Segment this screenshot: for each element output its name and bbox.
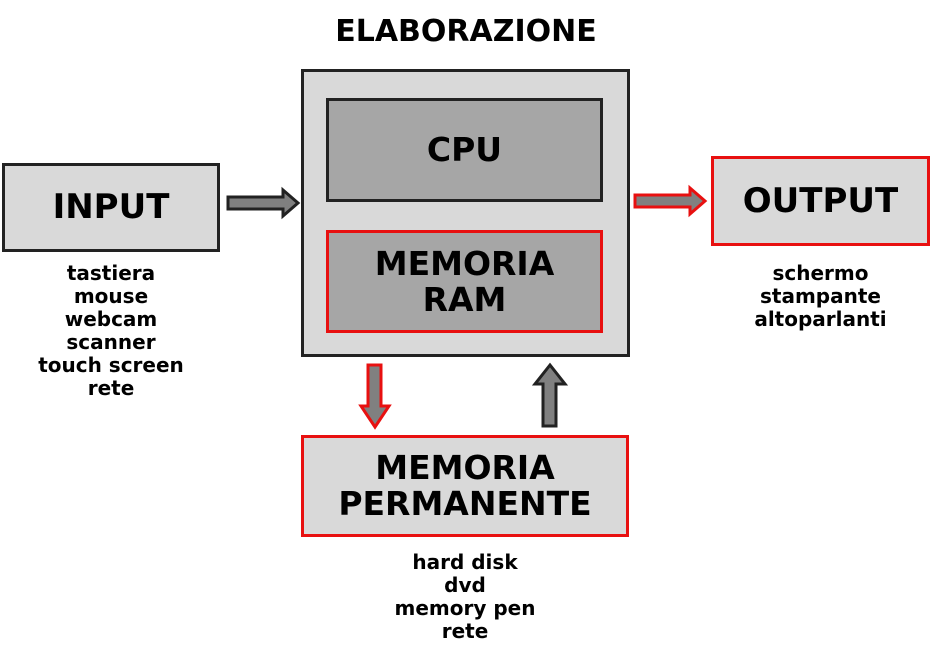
output-device-list: schermo stampante altoparlanti [711,262,930,331]
list-item: mouse [73,284,149,308]
list-item: stampante [760,284,881,308]
list-item: memory pen [394,596,536,620]
list-item: dvd [444,573,486,597]
cpu-label: CPU [426,130,503,170]
storage-device-list: hard disk dvd memory pen rete [301,551,629,643]
list-item: scanner [66,330,156,354]
list-item: rete [87,376,135,400]
arrow-right-icon [633,184,708,218]
list-item: altoparlanti [754,307,887,331]
input-label: INPUT [52,187,170,228]
list-item: touch screen [38,353,184,377]
ram-label: MEMORIA RAM [374,243,555,319]
input-box: INPUT [2,163,220,252]
list-item: hard disk [412,550,518,574]
list-item: rete [441,619,489,643]
output-box: OUTPUT [711,156,930,246]
arrow-right-icon [226,186,301,220]
cpu-box: CPU [326,98,603,202]
list-item: webcam [64,307,158,331]
list-item: tastiera [66,261,156,285]
diagram-title: ELABORAZIONE [335,14,597,49]
arrow-down-icon [358,363,392,430]
permanent-memory-label: MEMORIA PERMANENTE [338,448,592,523]
list-item: schermo [772,261,869,285]
output-label: OUTPUT [742,180,899,221]
arrow-up-icon [531,362,569,428]
input-device-list: tastiera mouse webcam scanner touch scre… [2,262,220,400]
ram-box: MEMORIA RAM [326,230,603,333]
permanent-memory-box: MEMORIA PERMANENTE [301,435,629,537]
